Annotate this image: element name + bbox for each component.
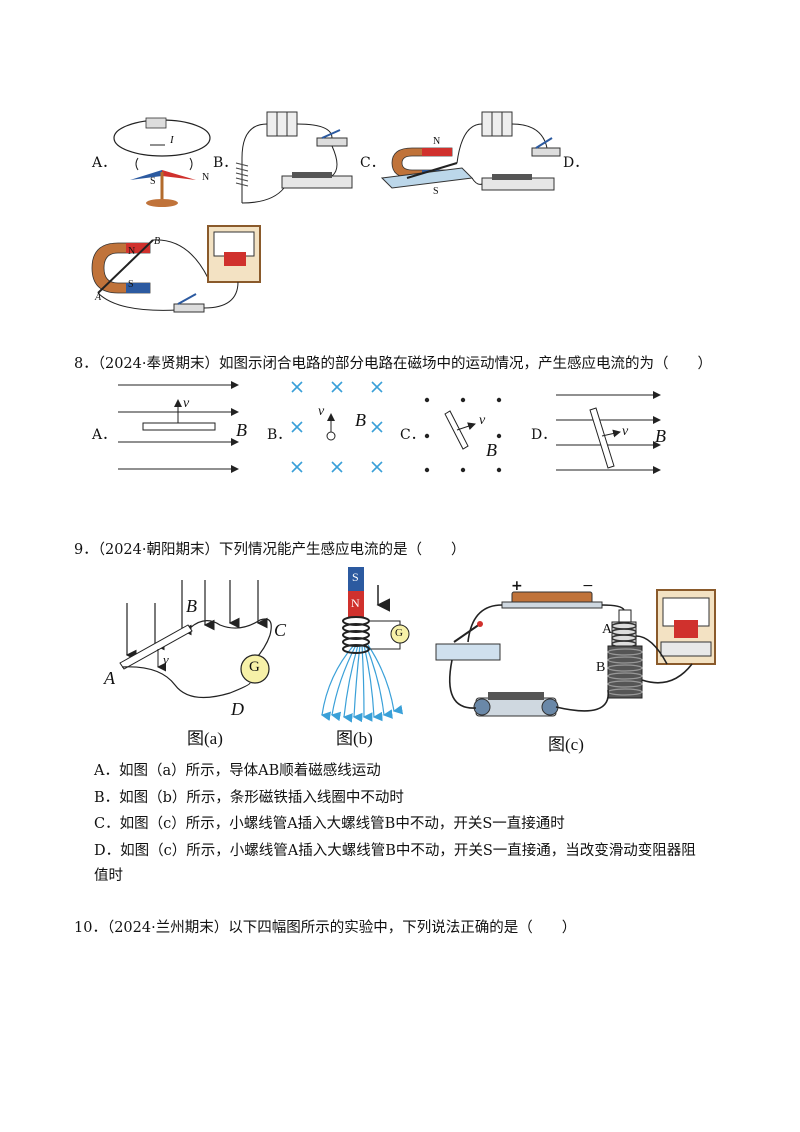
q8-option-b-label: B．	[267, 427, 292, 443]
q9-fig-a-conductor-in-field	[119, 580, 272, 699]
q9-option-d-continuation: 值时	[94, 868, 123, 884]
q7-fig-c-magnet-circuit	[380, 111, 561, 191]
q7-fig-d-n: N	[128, 246, 136, 257]
q7-fig-d-galvanometer-circuit	[91, 225, 261, 313]
q8-fig-a-b: B	[236, 420, 247, 440]
q8-option-c-label: C．	[400, 427, 425, 443]
q8-fig-a-v: v	[183, 396, 190, 411]
q9-fig-c-plus: +	[511, 578, 523, 594]
q9-option-b: B．如图（b）所示，条形磁铁插入线圈中不动时	[94, 790, 404, 806]
q9-fig-a-c: C	[274, 620, 287, 640]
q8-fig-d-b: B	[655, 426, 666, 446]
q8-fig-a	[118, 381, 239, 473]
q9-stem: 9．（2024·朝阳期末）下列情况能产生感应电流的是（ ）	[74, 542, 466, 558]
q7-fig-d-s: S	[128, 279, 134, 290]
q9-fig-c-b: B	[596, 660, 606, 675]
q9-fig-b-s: S	[352, 570, 359, 584]
q8-option-a-label: A．	[92, 427, 117, 443]
q8-fig-d	[556, 391, 661, 474]
q8-fig-b	[291, 381, 383, 473]
q8-fig-b-v: v	[318, 404, 325, 419]
q10-stem: 10．（2024·兰州期末）以下四幅图所示的实验中，下列说法正确的是（ ）	[74, 920, 577, 936]
q7-fig-a-n: N	[202, 172, 210, 183]
q8-fig-c-v: v	[479, 413, 486, 428]
q9-option-a: A．如图（a）所示，导体AB顺着磁感线运动	[94, 763, 381, 779]
q7-fig-a-s: S	[150, 176, 156, 187]
q9-fig-a-a: A	[104, 668, 115, 688]
q7-fig-a-wire-compass	[113, 117, 211, 207]
q9-fig-b-caption: 图(b)	[336, 729, 373, 748]
q9-fig-b-n: N	[351, 596, 360, 610]
q8-option-d-label: D．	[531, 427, 557, 443]
q9-fig-c-caption: 图(c)	[548, 735, 584, 754]
q9-fig-b-magnet-coil	[320, 567, 410, 723]
q7-option-d-label: D．	[563, 155, 589, 171]
q9-fig-a-caption: 图(a)	[187, 729, 223, 748]
q7-option-a-label: A．	[92, 155, 117, 171]
q9-option-c: C．如图（c）所示，小螺线管A插入大螺线管B中不动，开关S一直接通时	[94, 816, 565, 832]
q7-fig-a-i: I	[170, 134, 174, 146]
q9-fig-a-v: v	[163, 652, 169, 667]
q7-fig-b-electromagnet-circuit	[235, 111, 353, 204]
q8-stem: 8．（2024·奉贤期末）如图示闭合电路的部分电路在磁场中的运动情况，产生感应电…	[74, 356, 712, 372]
q8-fig-c-b: B	[486, 440, 497, 460]
q7-fig-c-n: N	[433, 136, 441, 147]
q7-option-b-label: B．	[213, 155, 238, 171]
q9-fig-a-b: B	[186, 596, 197, 616]
q7-fig-c-s: S	[433, 186, 439, 197]
q8-fig-b-b: B	[355, 410, 366, 430]
q9-fig-c-a: A	[602, 622, 613, 637]
q8-fig-d-v: v	[622, 424, 629, 439]
q9-fig-c-minus: −	[582, 578, 594, 594]
q7-fig-d-a: A	[95, 292, 102, 303]
q9-fig-a-d: D	[231, 699, 244, 719]
q9-fig-a-g: G	[249, 659, 260, 675]
q9-fig-b-g: G	[395, 627, 403, 639]
q7-fig-d-b: B	[154, 236, 161, 247]
q9-fig-c-solenoid-circuit	[435, 589, 716, 717]
q9-option-d: D．如图（c）所示，小螺线管A插入大螺线管B中不动，开关S一直接通，当改变滑动变…	[94, 843, 696, 859]
q8-fig-c	[424, 397, 502, 473]
q7-option-c-label: C．	[360, 155, 385, 171]
